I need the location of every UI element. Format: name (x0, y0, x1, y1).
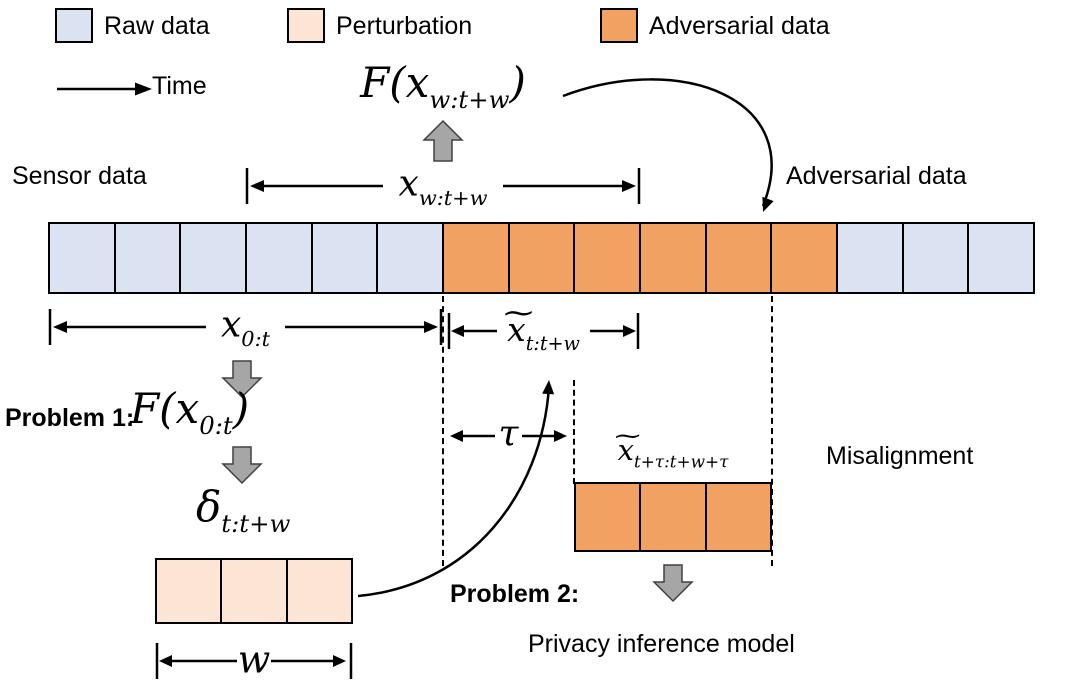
math-x-window: xw:t+w (398, 163, 488, 210)
cell-adversarial (770, 222, 839, 294)
cell-raw (179, 222, 248, 294)
measure-x-history: x0:t (48, 304, 443, 350)
time-arrow-icon (57, 82, 152, 96)
measure-w: w (155, 638, 353, 684)
legend-raw-swatch (55, 8, 93, 43)
math-x-history: x0:t (220, 304, 271, 351)
legend-raw-label: Raw data (104, 12, 210, 40)
cell-adversarial (507, 222, 576, 294)
adversarial-data-label: Adversarial data (786, 162, 967, 190)
cell-adversarial (639, 482, 707, 552)
math-f-history: F(x0:t) (130, 384, 250, 440)
down-block-arrow-icon (652, 564, 694, 603)
measure-x-adv: ~xt:t+w (447, 296, 640, 355)
time-label: Time (152, 72, 207, 100)
perturbation-strip (155, 558, 353, 624)
legend-perturbation-swatch (287, 8, 325, 43)
cell-raw (310, 222, 379, 294)
misalignment-label: Misalignment (826, 442, 974, 470)
main-data-strip (48, 222, 1036, 294)
cell-raw (245, 222, 313, 294)
measure-arrow (447, 313, 640, 349)
down-block-arrow-icon (221, 446, 263, 485)
dashed-line-t-w-tau (771, 296, 773, 566)
legend-adversarial-label: Adversarial data (649, 12, 830, 40)
cell-raw (901, 222, 970, 294)
measure-arrow (155, 643, 353, 679)
cell-raw (113, 222, 182, 294)
cell-adversarial (573, 222, 642, 294)
sensor-data-label: Sensor data (12, 162, 147, 190)
dashed-line-t (442, 296, 444, 566)
math-f-window: F(xw:t+w) (360, 58, 526, 114)
measure-x-window: xw:t+w (245, 164, 641, 208)
down-block-arrow-icon (221, 360, 263, 399)
up-block-arrow-icon (422, 119, 464, 162)
cell-raw (48, 222, 116, 294)
legend-adversarial-swatch (600, 8, 638, 43)
problem1-label: Problem 1: (5, 404, 135, 432)
math-x-shifted: ~xt+τ:t+w+τ (611, 420, 729, 472)
cell-raw (836, 222, 904, 294)
shifted-adversarial-strip (574, 482, 772, 552)
cell-raw (376, 222, 445, 294)
math-tau: τ (498, 413, 519, 455)
cell-perturbation (220, 558, 288, 624)
cell-adversarial (704, 222, 773, 294)
dashed-line-t-tau (573, 380, 575, 484)
measure-arrow (48, 309, 443, 345)
privacy-model-label: Privacy inference model (528, 630, 795, 658)
cell-adversarial (442, 222, 510, 294)
problem2-label: Problem 2: (450, 580, 580, 608)
cell-adversarial (704, 482, 772, 552)
math-x-adv: ~xt:t+w (500, 296, 580, 355)
measure-tau: τ (447, 416, 570, 456)
cell-adversarial (639, 222, 707, 294)
cell-adversarial (574, 482, 642, 552)
cell-perturbation (285, 558, 353, 624)
cell-perturbation (155, 558, 223, 624)
math-w: w (237, 637, 271, 682)
legend-perturbation-label: Perturbation (336, 12, 473, 40)
math-delta: δt:t+w (196, 482, 291, 538)
cell-raw (967, 222, 1036, 294)
